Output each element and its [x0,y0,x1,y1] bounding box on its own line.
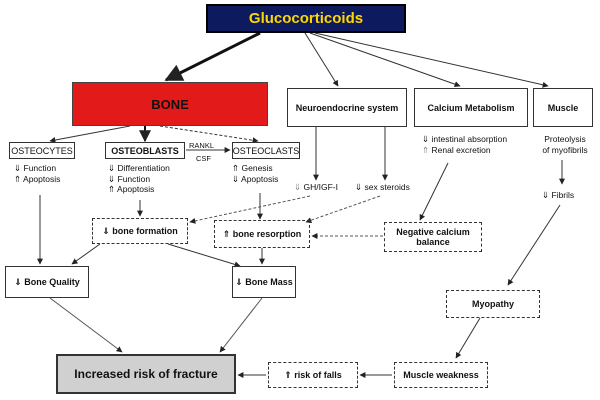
up-arrow-icon: ⇑ [232,163,240,173]
osteoclasts-effect-apoptosis: Apoptosis [241,173,279,184]
down-arrow-icon: ⇓ [355,182,363,192]
arrow-gc-neuro [304,32,339,87]
myopathy-label: Myopathy [471,299,514,309]
up-arrow-icon: ⇑ [222,228,231,239]
up-arrow-icon: ⇑ [422,144,430,155]
arrow-bone-osteoclasts [159,125,259,144]
arrow-gc-calcium [309,32,461,88]
up-arrow-icon: ⇑ [284,369,292,380]
muscle-effect-proteolysis: Proteolysis [544,134,586,144]
muscle-weakness-node: Muscle weakness [394,362,488,388]
bone-formation-node: ⇓ bone formation [92,218,188,244]
osteocytes-effect-function: Function [23,163,57,173]
muscle-node: Muscle [533,88,593,127]
negative-calcium-label-1: Negative calcium [396,227,470,237]
bone-resorption-node: ⇑ bone resorption [214,220,310,248]
risk-of-falls-label: risk of falls [294,370,342,380]
down-arrow-icon: ⇓ [542,190,550,200]
osteocytes-effects: ⇓ Function ⇑ Apoptosis [14,163,60,184]
glucocorticoids-label: Glucocorticoids [248,10,364,27]
osteoblasts-node: OSTEOBLASTS [105,142,185,159]
osteoclasts-effects: ⇑ Genesis ⇓ Apoptosis [232,163,278,184]
calcium-effect-absorption: intestinal absorption [431,134,508,144]
fracture-risk-node: Increased risk of fracture [56,354,236,394]
csf-label: CSF [196,154,211,163]
sex-steroids-label: sex steroids [364,182,410,192]
calcium-node: Calcium Metabolism [414,88,528,127]
down-arrow-icon: ⇓ [14,276,22,287]
arrow-formation-quality [71,243,101,265]
bone-node: BONE [72,82,268,126]
osteoblasts-effect-function: Function [117,173,151,184]
osteoclasts-node: OSTEOCLASTS [232,142,300,159]
arrow-mass-fracture [219,297,263,353]
osteoblasts-effect-differentiation: Differentiation [117,163,170,173]
arrow-myopathy-weakness [455,317,481,359]
bone-formation-label: bone formation [112,226,178,236]
gh-igf-label: GH/IGF-I [303,182,338,192]
osteoclasts-effect-genesis: Genesis [241,163,273,173]
down-arrow-icon: ⇓ [108,173,116,184]
rankl-label: RANKL [189,141,215,150]
bone-mass-label: Bone Mass [245,277,293,287]
fibrils-label: Fibrils [551,190,575,200]
osteocytes-effect-apoptosis: Apoptosis [23,173,61,184]
down-arrow-icon: ⇓ [235,276,243,287]
arrow-calcium-negbalance [419,162,449,221]
down-arrow-icon: ⇓ [294,182,302,192]
bone-mass-node: ⇓ Bone Mass [232,266,296,298]
muscle-effects: Proteolysis of myofibrils [537,134,593,155]
osteocytes-node: OSTEOCYTES [9,142,75,159]
down-arrow-icon: ⇓ [232,173,240,184]
sex-steroids-text: ⇓ sex steroids [355,182,410,193]
osteoblasts-label: OSTEOBLASTS [111,145,179,156]
risk-of-falls-node: ⇑ risk of falls [268,362,358,388]
negative-calcium-node: Negative calcium balance [384,222,482,252]
down-arrow-icon: ⇓ [102,225,110,236]
arrow-sex-resorption [305,195,381,224]
neuroendocrine-node: Neuroendocrine system [287,88,407,127]
down-arrow-icon: ⇓ [14,163,22,173]
bone-label: BONE [151,96,189,112]
muscle-label: Muscle [547,102,579,113]
arrow-bone-osteocytes [49,125,131,143]
bone-resorption-label: bone resorption [232,229,302,239]
fracture-risk-label: Increased risk of fracture [74,367,218,381]
muscle-weakness-label: Muscle weakness [403,370,479,380]
arrow-gc-muscle [314,32,549,88]
arrow-gc-bone [164,31,261,82]
myopathy-node: Myopathy [446,290,540,318]
calcium-label: Calcium Metabolism [427,102,515,113]
bone-quality-node: ⇓ Bone Quality [5,266,89,298]
calcium-effect-excretion: Renal excretion [431,144,491,155]
osteoblasts-effects: ⇓ Differentiation ⇓ Function ⇑ Apoptosis [108,163,170,195]
negative-calcium-label-2: balance [416,237,450,247]
muscle-effect-myofibrils: of myofibrils [542,144,588,155]
osteocytes-label: OSTEOCYTES [11,145,73,156]
bone-quality-label: Bone Quality [24,277,80,287]
osteoblasts-effect-apoptosis: Apoptosis [117,184,155,195]
arrow-formation-mass [167,243,241,268]
arrow-fibrils-myopathy [507,204,561,286]
fibrils-text: ⇓ Fibrils [542,190,574,201]
glucocorticoids-node: Glucocorticoids [206,4,406,33]
arrow-quality-fracture [49,297,123,353]
gh-igf-text: ⇓ GH/IGF-I [294,182,338,193]
down-arrow-icon: ⇓ [422,134,430,144]
calcium-effects: ⇓ intestinal absorption ⇑ Renal excretio… [422,134,507,155]
osteoclasts-label: OSTEOCLASTS [232,145,300,156]
neuroendocrine-label: Neuroendocrine system [295,102,399,113]
up-arrow-icon: ⇑ [14,173,22,184]
down-arrow-icon: ⇓ [108,163,116,173]
arrow-gh-formation [189,195,311,224]
up-arrow-icon: ⇑ [108,184,116,195]
